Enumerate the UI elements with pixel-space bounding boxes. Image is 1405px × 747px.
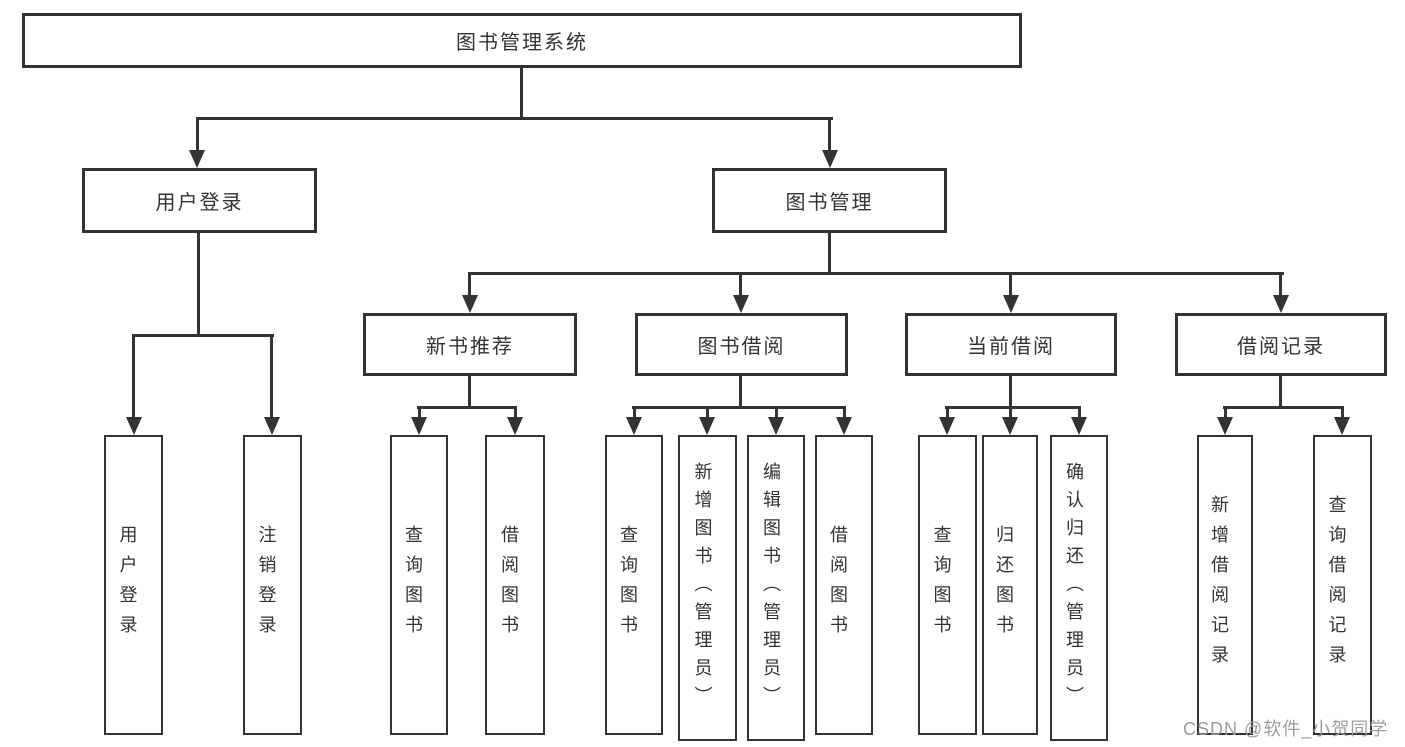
node-label: 归还图书 [994, 525, 1014, 645]
connector-line [1009, 272, 1012, 297]
node-label: 注销登录 [256, 525, 277, 645]
node-label: 编辑图书（管理员） [761, 462, 781, 714]
connector-line [775, 406, 778, 419]
arrowhead-down-icon [836, 417, 852, 435]
leaf-user-login: 用户登录 [104, 435, 163, 735]
node-label: 图书管理 [785, 192, 874, 214]
node-label: 查询图书 [931, 525, 952, 645]
node-label: 图书借阅 [697, 336, 786, 358]
arrowhead-down-icon [189, 150, 205, 168]
leaf-query-books-3: 查询图书 [918, 435, 977, 735]
connector-line [132, 334, 135, 419]
connector-line [946, 406, 949, 419]
connector-line [1279, 272, 1282, 297]
connector-line [196, 117, 199, 153]
arrowhead-down-icon [626, 417, 642, 435]
leaf-borrow-books-1: 借阅图书 [485, 435, 545, 735]
node-user-login: 用户登录 [82, 168, 317, 233]
connector-line [514, 406, 517, 419]
leaf-add-book-admin: 新增图书（管理员） [678, 435, 737, 741]
connector-line [843, 406, 846, 419]
leaf-edit-book-admin: 编辑图书（管理员） [747, 435, 805, 741]
node-label: 查询图书 [403, 525, 423, 645]
connector-line [270, 334, 273, 419]
connector-line [1078, 406, 1081, 419]
leaf-confirm-return-admin: 确认归还（管理员） [1050, 435, 1108, 741]
arrowhead-down-icon [733, 295, 749, 313]
connector-line [828, 117, 831, 153]
arrowhead-down-icon [822, 150, 838, 168]
node-label: 查询图书 [618, 525, 638, 645]
connector-line [1279, 376, 1282, 409]
node-label: 用户登录 [155, 192, 244, 214]
connector-line [739, 272, 742, 297]
node-label: 新增借阅记录 [1209, 495, 1229, 675]
node-label: 借阅记录 [1237, 336, 1325, 358]
connector-line [132, 334, 274, 337]
node-library-management-system: 图书管理系统 [22, 13, 1022, 68]
node-book-management: 图书管理 [712, 168, 947, 233]
connector-line [468, 376, 471, 409]
arrowhead-down-icon [507, 417, 523, 435]
connector-line [417, 406, 517, 409]
arrowhead-down-icon [1273, 295, 1289, 313]
connector-line [632, 406, 846, 409]
leaf-query-books-2: 查询图书 [605, 435, 663, 735]
arrowhead-down-icon [1071, 417, 1087, 435]
node-label: 确认归还（管理员） [1064, 462, 1084, 714]
node-label: 新书推荐 [426, 336, 514, 358]
arrowhead-down-icon [1003, 295, 1019, 313]
arrowhead-down-icon [768, 417, 784, 435]
arrowhead-down-icon [462, 295, 478, 313]
node-new-book-recommendation: 新书推荐 [363, 313, 577, 376]
connector-line [1224, 406, 1227, 419]
node-label: 当前借阅 [967, 336, 1055, 358]
connector-line [1341, 406, 1344, 419]
connector-line [520, 68, 523, 119]
arrowhead-down-icon [1217, 417, 1233, 435]
connector-line [1009, 376, 1012, 409]
node-label: 新增图书（管理员） [692, 462, 713, 714]
leaf-query-books-1: 查询图书 [390, 435, 448, 735]
arrowhead-down-icon [939, 417, 955, 435]
arrowhead-down-icon [699, 417, 715, 435]
connector-line [418, 406, 421, 419]
arrowhead-down-icon [264, 417, 280, 435]
node-label: 借阅图书 [828, 525, 848, 645]
arrowhead-down-icon [1334, 417, 1350, 435]
csdn-watermark: CSDN @软件_小贺同学 [1183, 719, 1389, 739]
connector-line [945, 406, 1081, 409]
node-label: 查询借阅记录 [1326, 495, 1347, 675]
leaf-query-borrow-record: 查询借阅记录 [1313, 435, 1372, 735]
connector-line [1009, 406, 1012, 419]
leaf-logout: 注销登录 [243, 435, 302, 735]
arrowhead-down-icon [126, 417, 142, 435]
node-current-borrowing: 当前借阅 [905, 313, 1117, 376]
connector-line [828, 232, 831, 275]
node-borrowing-records: 借阅记录 [1175, 313, 1387, 376]
node-label: 图书管理系统 [456, 32, 588, 54]
node-label: 用户登录 [117, 525, 138, 645]
connector-line [739, 376, 742, 409]
leaf-add-borrow-record: 新增借阅记录 [1197, 435, 1253, 735]
node-label: 借阅图书 [499, 525, 519, 645]
connector-line [196, 117, 833, 120]
connector-line [706, 406, 709, 419]
leaf-return-books: 归还图书 [982, 435, 1038, 735]
connector-line [468, 272, 471, 297]
arrowhead-down-icon [411, 417, 427, 435]
leaf-borrow-books-2: 借阅图书 [815, 435, 873, 735]
connector-line [1223, 406, 1344, 409]
node-book-borrowing: 图书借阅 [635, 313, 848, 376]
connector-line [197, 233, 200, 336]
arrowhead-down-icon [1002, 417, 1018, 435]
connector-line [468, 272, 1284, 275]
connector-line [633, 406, 636, 419]
